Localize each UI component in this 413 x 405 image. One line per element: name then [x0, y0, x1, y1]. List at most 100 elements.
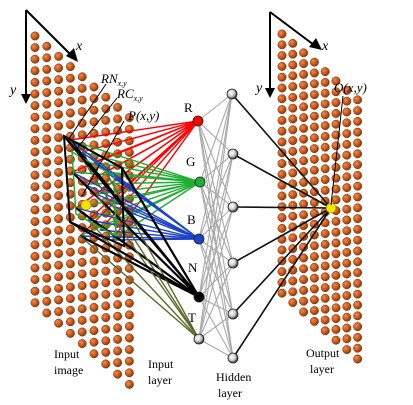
input-pixel-dot	[113, 102, 123, 112]
output-edge	[232, 207, 332, 264]
hidden-node	[227, 257, 239, 269]
o-label: O(x,y)	[334, 80, 367, 95]
input-pixel-dot	[54, 75, 64, 85]
input-pixel-dot	[30, 217, 40, 227]
output-pixel-dot	[299, 48, 309, 58]
output-pixel-dot	[277, 137, 287, 147]
input-pixel-dot	[89, 268, 99, 278]
input-pixel-dot	[42, 204, 52, 214]
input-edge-g	[93, 161, 201, 183]
input-pixel-dot	[30, 135, 40, 145]
output-pixel-dot	[353, 192, 363, 202]
input-pixel-dot	[77, 188, 87, 198]
caption-input-layer-line2: layer	[148, 373, 172, 387]
input-pixel-dot	[101, 266, 111, 276]
output-pixel-dot	[288, 168, 298, 178]
input-pixel-dot	[124, 321, 134, 331]
input-pixel-dot	[42, 238, 52, 248]
output-y-arrow-icon	[265, 88, 275, 98]
output-pixel-dot	[320, 164, 330, 174]
output-pixel-dot	[353, 214, 363, 224]
input-pixel-dot	[65, 73, 75, 83]
input-pixel-dot	[54, 249, 64, 259]
output-pixel-dot	[331, 184, 341, 194]
output-pixel-dot	[277, 191, 287, 201]
hidden-node	[227, 308, 239, 320]
output-pixel-dot	[320, 88, 330, 98]
input-pixel-dot	[54, 133, 64, 143]
output-pixel-dot	[342, 291, 352, 301]
output-pixel-dot	[342, 172, 352, 182]
input-pixel-dot	[101, 278, 111, 288]
output-pixel-dot	[288, 114, 298, 124]
input-edge-g	[71, 171, 201, 183]
input-pixel-dot	[101, 301, 111, 311]
output-pixel-dot	[342, 237, 352, 247]
output-pixel-dot	[331, 119, 341, 129]
input-pixel-dot	[30, 251, 40, 261]
output-pixel-dot	[320, 99, 330, 109]
output-pixel-dot	[342, 85, 352, 95]
input-pixel-dot	[89, 105, 99, 115]
input-pixel-dot	[54, 156, 64, 166]
input-pixel-dot	[101, 313, 111, 323]
input-node-b	[193, 233, 205, 245]
output-pixel-dot	[353, 343, 363, 353]
output-pixel-dot	[353, 300, 363, 310]
input-node-r	[192, 115, 204, 127]
output-pixel-dot	[309, 57, 319, 67]
output-pixel-dot	[288, 71, 298, 81]
hidden-edge	[198, 153, 234, 240]
input-pixel-dot	[89, 302, 99, 312]
input-pixel-dot	[77, 269, 87, 279]
output-pixel-dot	[342, 258, 352, 268]
hidden-edge	[198, 93, 233, 240]
input-pixel-dot	[42, 111, 52, 121]
hidden-edge	[198, 206, 234, 298]
hidden-edge	[199, 93, 233, 183]
output-edge	[232, 206, 332, 209]
output-pixel-dot	[342, 269, 352, 279]
output-pixel-dot	[277, 169, 287, 179]
input-pixel-dot	[54, 307, 64, 317]
output-pixel-dot	[331, 324, 341, 334]
output-pixel-dot	[342, 96, 352, 106]
input-pixel-dot	[101, 324, 111, 334]
input-pixel-dot	[89, 349, 99, 359]
neighborhood-outline-rn	[62, 134, 126, 248]
network-nodes	[192, 88, 239, 364]
output-pixel-dot	[353, 160, 363, 170]
output-pixel-dot	[299, 102, 309, 112]
input-pixel-dot	[101, 336, 111, 346]
p-label: P(x,y)	[127, 108, 159, 123]
input-pixel-dot	[42, 146, 52, 156]
input-pixel-dot	[113, 346, 123, 356]
hidden-edge	[198, 153, 234, 340]
input-pixel-dot	[54, 237, 64, 247]
output-pixel-dot	[342, 183, 352, 193]
hidden-edge	[198, 262, 234, 340]
output-pixel-dot	[331, 303, 341, 313]
input-pixel-dot	[77, 339, 87, 349]
output-pixel-dot	[353, 181, 363, 191]
input-pixel-dot	[42, 122, 52, 132]
output-pixel-dot	[353, 224, 363, 234]
input-x-axis	[25, 9, 72, 56]
output-pixel-dot	[288, 92, 298, 102]
hidden-edge	[199, 181, 234, 315]
output-pixel-dot	[309, 252, 319, 262]
output-pixel-dot	[353, 127, 363, 137]
output-pixel-dot	[353, 116, 363, 126]
output-pixel-dot	[309, 111, 319, 121]
output-pixel-dot	[320, 110, 330, 120]
output-pixel-dot	[320, 77, 330, 87]
output-pixel-dot	[331, 162, 341, 172]
output-pixel-dot	[342, 204, 352, 214]
input-pixel-dot	[89, 279, 99, 289]
input-pixel-dot	[42, 308, 52, 318]
input-node-n	[193, 291, 205, 303]
output-pixel-dot	[331, 335, 341, 345]
input-pixel-dot	[54, 260, 64, 270]
